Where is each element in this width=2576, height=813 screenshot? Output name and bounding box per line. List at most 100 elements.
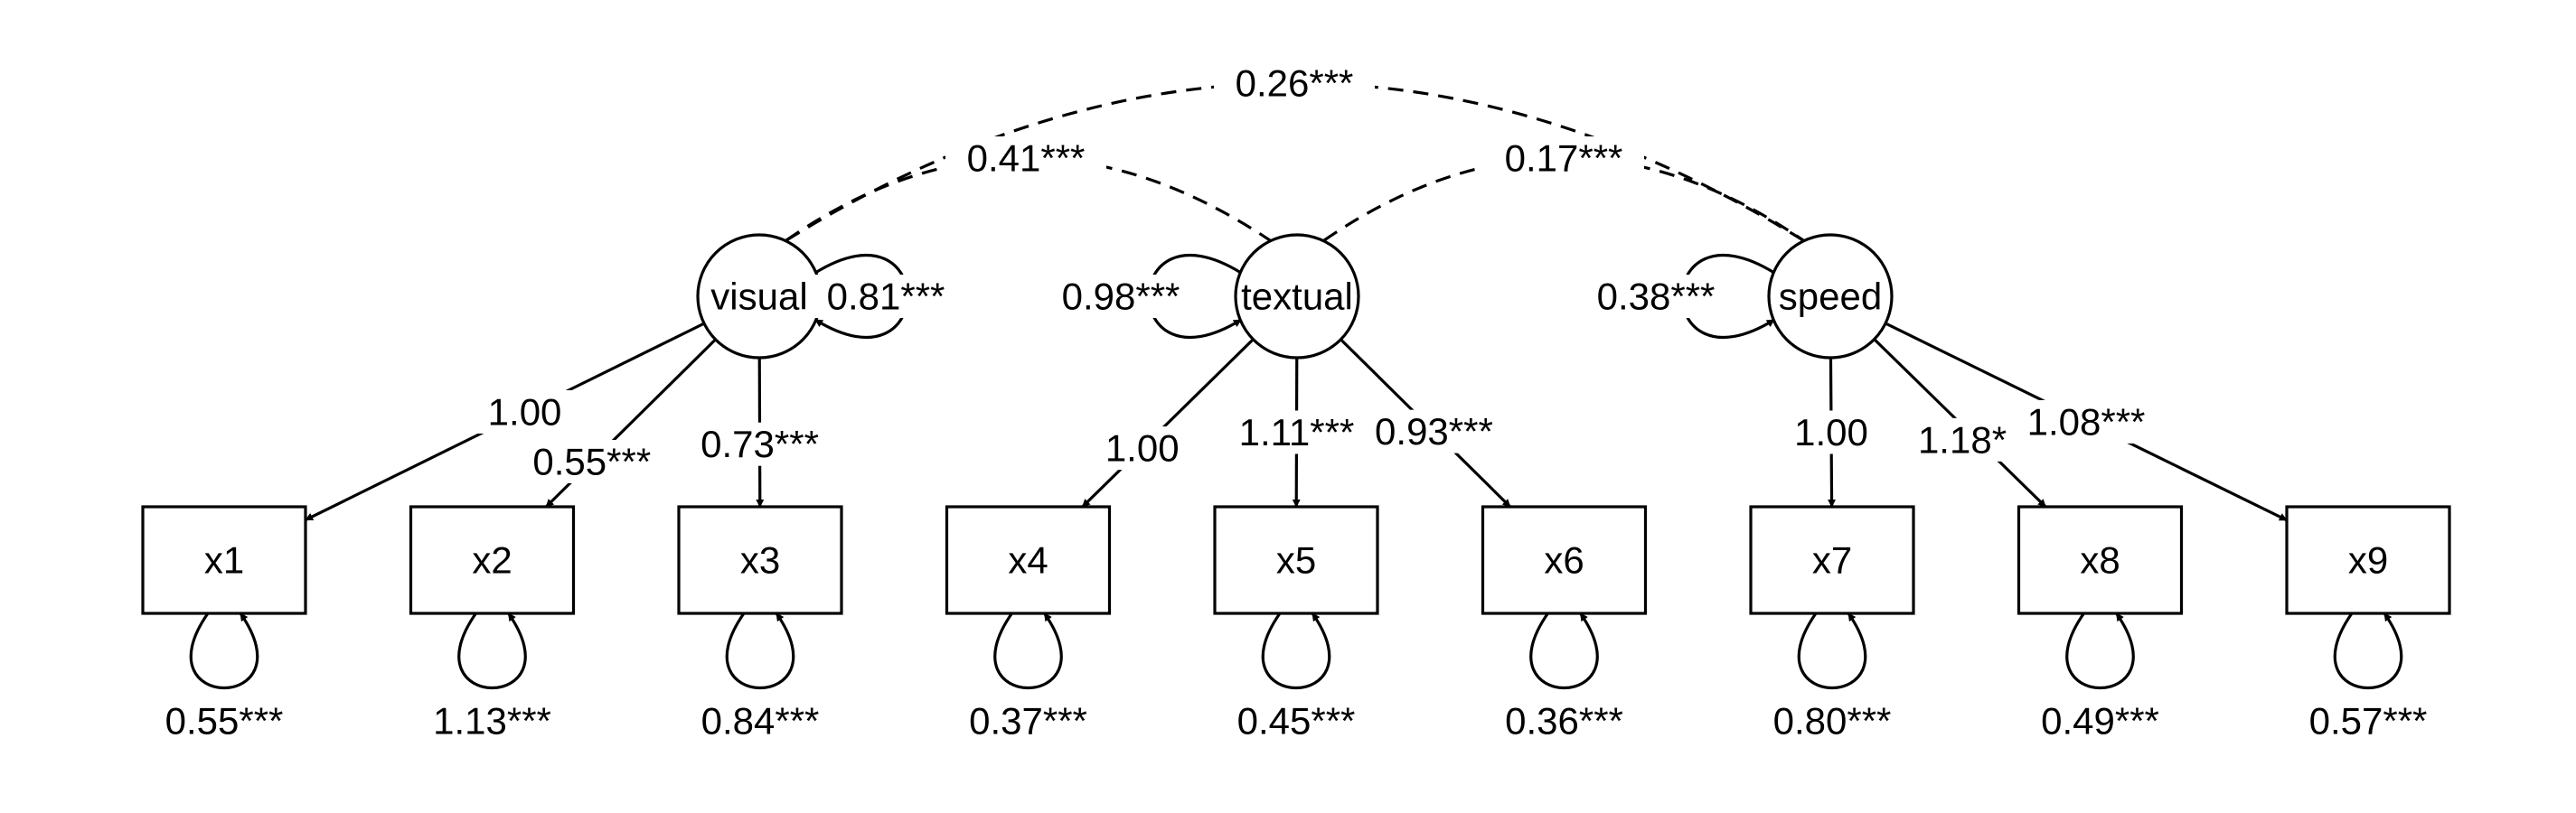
- indicator-label-x2: x2: [472, 539, 512, 582]
- indicator-node-x2: [409, 505, 576, 615]
- indicator-label-x6: x6: [1544, 539, 1584, 582]
- indicator-label-x5: x5: [1276, 539, 1316, 582]
- loading-label-x7-background: [1784, 410, 1879, 454]
- residual-label-x4-background: [948, 699, 1108, 743]
- loading-label-x5: 1.11***: [1239, 411, 1355, 453]
- residual-label-x5-group: 0.45***: [1217, 699, 1376, 743]
- loading-label-x9-group: 1.08***: [2007, 399, 2167, 444]
- loading-arrow-textual-x4: [1081, 338, 1255, 509]
- residual-label-x9: 0.57***: [2309, 700, 2428, 743]
- loading-label-x2: 0.55***: [532, 440, 651, 482]
- covariance-label-visual-speed: 0.26***: [1236, 62, 1354, 105]
- loading-label-x3: 0.73***: [700, 423, 819, 465]
- residual-label-x3: 0.84***: [701, 700, 820, 743]
- variance-label-visual-background: [806, 275, 965, 318]
- indicator-node-x5: [1213, 505, 1379, 615]
- loading-label-x2-background: [512, 439, 672, 483]
- variance-label-textual-background: [1041, 275, 1200, 318]
- loading-label-x6-group: 0.93***: [1354, 409, 1514, 453]
- residual-label-x6-background: [1484, 699, 1644, 743]
- loading-label-x1-background: [477, 389, 572, 434]
- loading-label-x3-background: [680, 422, 840, 466]
- variance-label-speed-background: [1576, 275, 1735, 318]
- residual-loop-x8: [2065, 604, 2135, 690]
- residual-label-x4-group: 0.37***: [948, 699, 1108, 743]
- residual-label-x8-background: [2020, 699, 2180, 743]
- latent-label-speed: speed: [1779, 276, 1882, 318]
- loading-label-x9: 1.08***: [2027, 400, 2146, 443]
- covariance-label-visual-textual-background: [945, 136, 1106, 180]
- loading-label-x4: 1.00: [1105, 427, 1180, 470]
- residual-label-x2-group: 1.13***: [412, 699, 572, 743]
- label-layer: 0.41*** 0.26*** 0.17*** 1.00 0.55*** 0.73*** 1…: [145, 61, 2448, 743]
- residual-loop-x9: [2333, 604, 2403, 690]
- indicator-label-x8: x8: [2080, 539, 2120, 582]
- loading-label-x7: 1.00: [1794, 411, 1868, 453]
- indicator-node-x1: [141, 505, 307, 615]
- residual-label-x3-background: [681, 699, 840, 743]
- residual-label-x5-background: [1217, 699, 1376, 743]
- residual-label-x4: 0.37***: [969, 700, 1087, 743]
- indicator-node-x8: [2017, 505, 2184, 615]
- covariance-label-visual-textual-group: 0.41***: [945, 136, 1106, 180]
- indicator-label-x1: x1: [204, 539, 244, 582]
- residual-loop-x3: [725, 604, 795, 690]
- residual-label-x7-background: [1753, 699, 1912, 743]
- loading-label-x1-group: 1.00: [477, 389, 572, 434]
- loading-label-x2-group: 0.55***: [512, 439, 672, 483]
- loading-label-x6-background: [1354, 409, 1514, 453]
- indicator-label-x3: x3: [740, 539, 780, 582]
- variance-label-visual: 0.81***: [827, 276, 945, 318]
- residual-label-x7: 0.80***: [1773, 700, 1892, 743]
- latent-node-textual: [1234, 233, 1360, 360]
- covariance-layer: [785, 81, 1804, 242]
- residual-loop-x7: [1797, 604, 1867, 690]
- indicator-label-x7: x7: [1812, 539, 1852, 582]
- latent-node-speed: [1767, 233, 1894, 360]
- residual-loop-x6: [1529, 604, 1599, 690]
- residual-loop-x5: [1261, 604, 1331, 690]
- residual-label-x8: 0.49***: [2041, 700, 2159, 743]
- indicator-node-x4: [945, 505, 1112, 615]
- residual-label-x8-group: 0.49***: [2020, 699, 2180, 743]
- variance-label-speed-group: 0.38***: [1576, 275, 1735, 318]
- node-layer: visual textual speed x1 x2 x3 x4 x5 x6 x7 x8 x9: [141, 233, 2451, 615]
- latent-label-visual: visual: [710, 276, 807, 318]
- variance-label-textual: 0.98***: [1062, 276, 1180, 318]
- loading-label-x5-group: 1.11***: [1217, 410, 1377, 454]
- residual-label-x9-background: [2289, 699, 2448, 743]
- residual-label-x1-background: [145, 699, 304, 743]
- loading-label-x9-background: [2007, 399, 2167, 444]
- covariance-label-visual-speed-background: [1214, 61, 1375, 105]
- residual-label-x9-group: 0.57***: [2289, 699, 2448, 743]
- indicator-node-x3: [677, 505, 843, 615]
- covariance-label-textual-speed-group: 0.17***: [1483, 136, 1644, 180]
- residual-label-x1-group: 0.55***: [145, 699, 304, 743]
- residual-label-x5: 0.45***: [1237, 700, 1356, 743]
- indicator-node-x9: [2285, 505, 2451, 615]
- variance-label-speed: 0.38***: [1597, 276, 1716, 318]
- residual-label-x3-group: 0.84***: [681, 699, 840, 743]
- indicator-node-x6: [1481, 505, 1648, 615]
- loading-label-x5-background: [1217, 410, 1377, 454]
- variance-label-visual-group: 0.81***: [806, 275, 965, 318]
- covariance-label-visual-textual: 0.41***: [967, 137, 1086, 180]
- covariance-label-textual-speed-background: [1483, 136, 1644, 180]
- loading-label-x1: 1.00: [488, 390, 562, 433]
- residual-label-x1: 0.55***: [165, 700, 284, 743]
- loading-label-x6: 0.93***: [1375, 410, 1493, 453]
- loading-label-x4-background: [1095, 426, 1189, 471]
- loading-label-x3-group: 0.73***: [680, 422, 840, 466]
- residual-label-x6: 0.36***: [1505, 700, 1623, 743]
- covariance-arc-visual-speed: [785, 81, 1804, 242]
- variance-label-textual-group: 0.98***: [1041, 275, 1200, 318]
- residual-loop-x4: [993, 604, 1063, 690]
- indicator-label-x9: x9: [2348, 539, 2388, 582]
- indicator-label-x4: x4: [1008, 539, 1048, 582]
- covariance-label-textual-speed: 0.17***: [1505, 137, 1623, 180]
- residual-label-x2-background: [412, 699, 572, 743]
- residual-label-x6-group: 0.36***: [1484, 699, 1644, 743]
- residual-loop-x2: [457, 604, 527, 690]
- latent-label-textual: textual: [1241, 276, 1353, 318]
